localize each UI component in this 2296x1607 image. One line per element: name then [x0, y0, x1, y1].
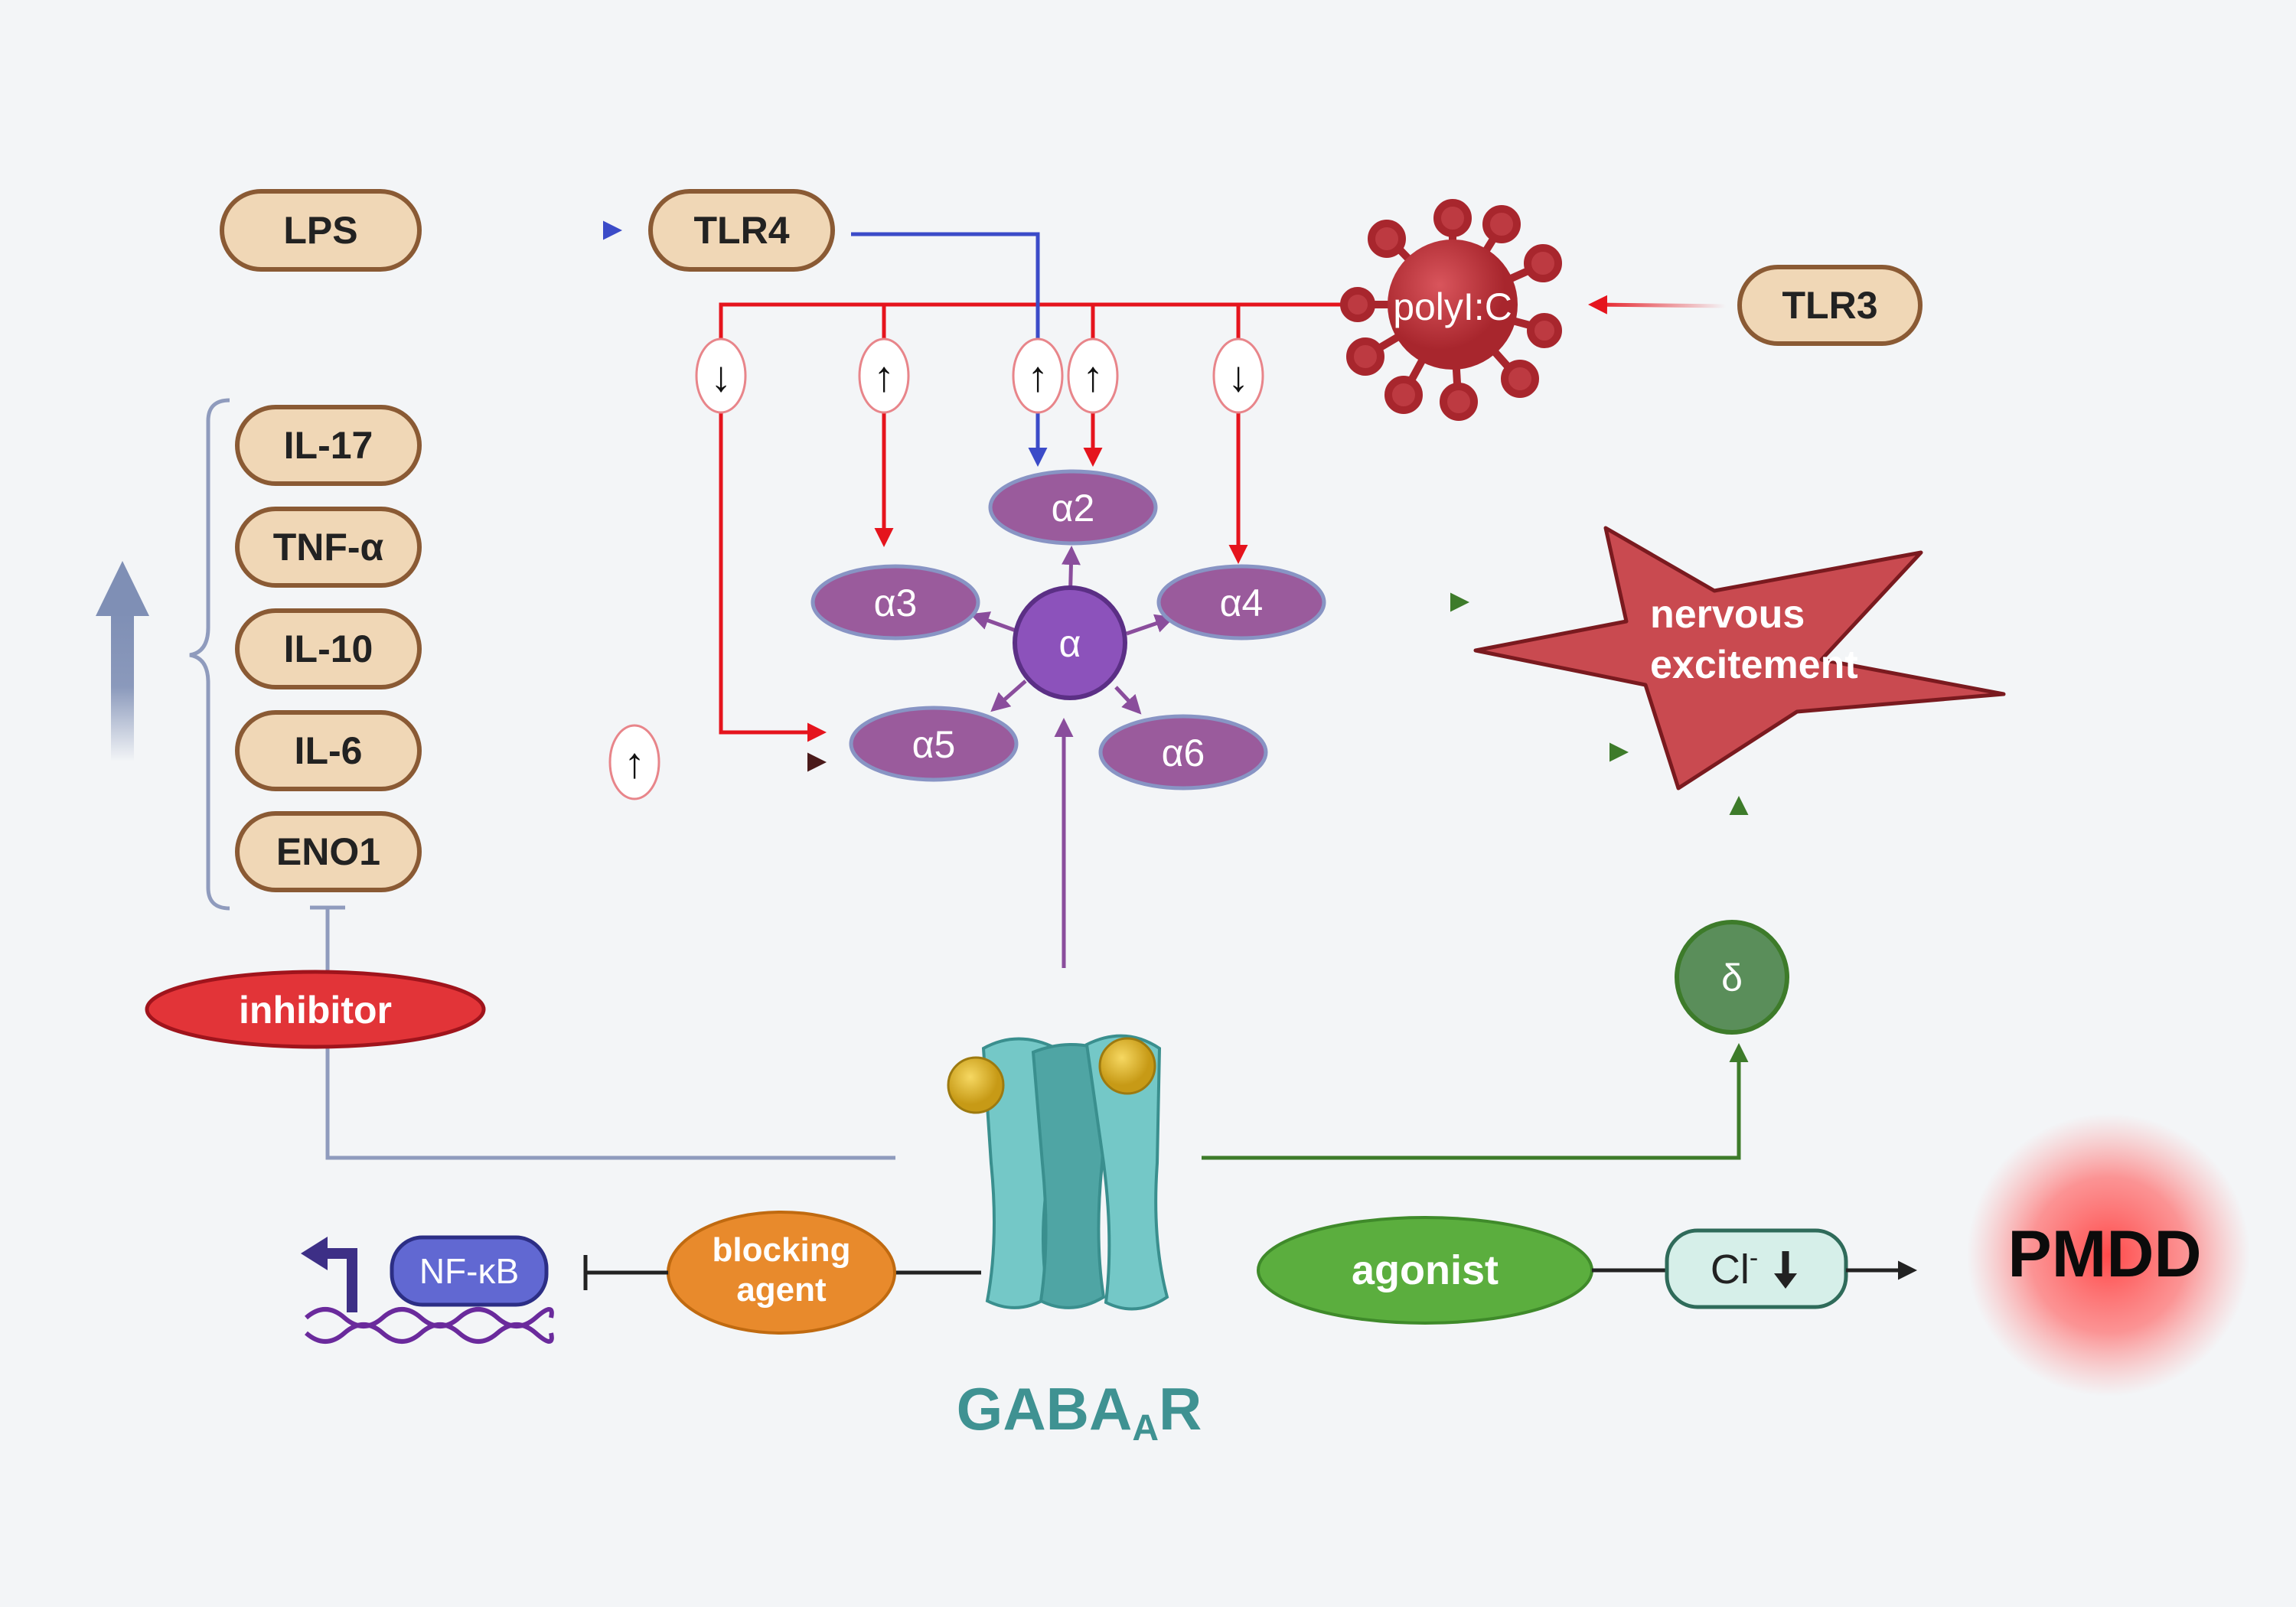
subunit-alpha-hub: α: [1013, 585, 1127, 700]
gabaa-receptor-label: GABAAR: [957, 1375, 1202, 1449]
subunit-alpha3: α3: [810, 564, 980, 641]
marker-alpha2-tlr4-up: ↑: [1012, 337, 1064, 414]
cytokine-il6: IL-6: [235, 710, 422, 791]
nervous-excitement-star: nervous excitement: [1473, 526, 2006, 790]
blocking-label-line1: blocking: [713, 1231, 851, 1269]
svg-text:α2: α2: [1052, 487, 1095, 530]
tlr3-node: TLR3: [1737, 265, 1923, 346]
marker-alpha3-up: ↑: [858, 337, 910, 414]
svg-text:↑: ↑: [1027, 352, 1049, 400]
svg-text:IL-17: IL-17: [284, 424, 373, 467]
svg-text:Cl-: Cl-: [1711, 1244, 1758, 1292]
nervous-label-line2: excitement: [1650, 643, 1858, 687]
svg-text:TNF-α: TNF-α: [273, 526, 384, 569]
subunit-alpha4: α4: [1156, 564, 1326, 641]
pmdd-outcome: PMDD: [1967, 1113, 2250, 1397]
cytokine-bracket: [189, 398, 230, 911]
svg-text:α4: α4: [1220, 582, 1264, 624]
nervous-label-line1: nervous: [1650, 592, 1805, 637]
pmdd-label: PMDD: [2007, 1217, 2201, 1291]
svg-text:IL-10: IL-10: [284, 627, 373, 670]
svg-text:IL-6: IL-6: [295, 729, 363, 772]
svg-text:α: α: [1059, 622, 1081, 665]
svg-text:α5: α5: [912, 723, 956, 766]
chloride-node: Cl-: [1665, 1228, 1848, 1309]
regulation-markers: ↓ ↑ ↑ ↑ ↓: [695, 337, 1264, 414]
tlr4-label: TLR4: [694, 209, 790, 252]
lps-node: LPS: [220, 189, 422, 272]
marker-alpha5-down: ↓: [695, 337, 747, 414]
polyic-virus-icon: polyI:C: [1340, 199, 1562, 421]
marker-il6-up: ↑: [608, 724, 660, 800]
cytokine-tnf: TNF-α: [235, 507, 422, 588]
svg-text:↑: ↑: [1082, 352, 1104, 400]
blocking-label-line2: agent: [736, 1271, 827, 1309]
tlr3-to-polyic-arrow: [1588, 295, 1727, 315]
svg-text:↑: ↑: [624, 738, 645, 787]
chloride-down-arrow-icon: [1774, 1251, 1797, 1289]
subunit-alpha5: α5: [849, 706, 1019, 782]
cytokine-il10: IL-10: [235, 608, 422, 689]
svg-text:↓: ↓: [1228, 352, 1249, 400]
subunit-delta: δ: [1675, 920, 1789, 1035]
lps-label: LPS: [283, 209, 357, 252]
cytokine-il17: IL-17: [235, 405, 422, 486]
nfkb-label: NF-κB: [419, 1251, 519, 1291]
marker-alpha2-polyic-up: ↑: [1067, 337, 1119, 414]
gabaa-receptor-icon: [947, 1034, 1169, 1311]
svg-text:↑: ↑: [873, 352, 895, 400]
marker-alpha4-down: ↓: [1212, 337, 1264, 414]
polyic-label: polyI:C: [1393, 285, 1512, 328]
nfkb-gene-icon: NF-κB: [301, 1235, 554, 1344]
inhibitor-button: inhibitor: [145, 970, 486, 1049]
agonist-button: agonist: [1257, 1216, 1593, 1325]
subunit-alpha6: α6: [1098, 714, 1268, 790]
svg-text:δ: δ: [1721, 957, 1743, 999]
svg-text:ENO1: ENO1: [276, 830, 380, 873]
increase-up-arrow-icon: [96, 561, 149, 761]
subunit-alpha2: α2: [988, 469, 1158, 546]
tlr4-node: TLR4: [648, 189, 835, 272]
tlr3-label: TLR3: [1782, 284, 1878, 327]
svg-text:↓: ↓: [710, 352, 732, 400]
cytokine-eno1: ENO1: [235, 811, 422, 892]
blocking-agent-button: blocking agent: [667, 1211, 896, 1335]
cytokine-list: IL-17 TNF-α IL-10 IL-6 ENO1: [235, 405, 422, 892]
receptor-to-delta-line: [1202, 1043, 1749, 1160]
agonist-label: agonist: [1352, 1247, 1499, 1293]
svg-text:α3: α3: [874, 582, 918, 624]
svg-text:α6: α6: [1162, 732, 1205, 774]
inhibitor-label: inhibitor: [239, 989, 392, 1032]
alpha-hub-arrows: [970, 546, 1175, 968]
